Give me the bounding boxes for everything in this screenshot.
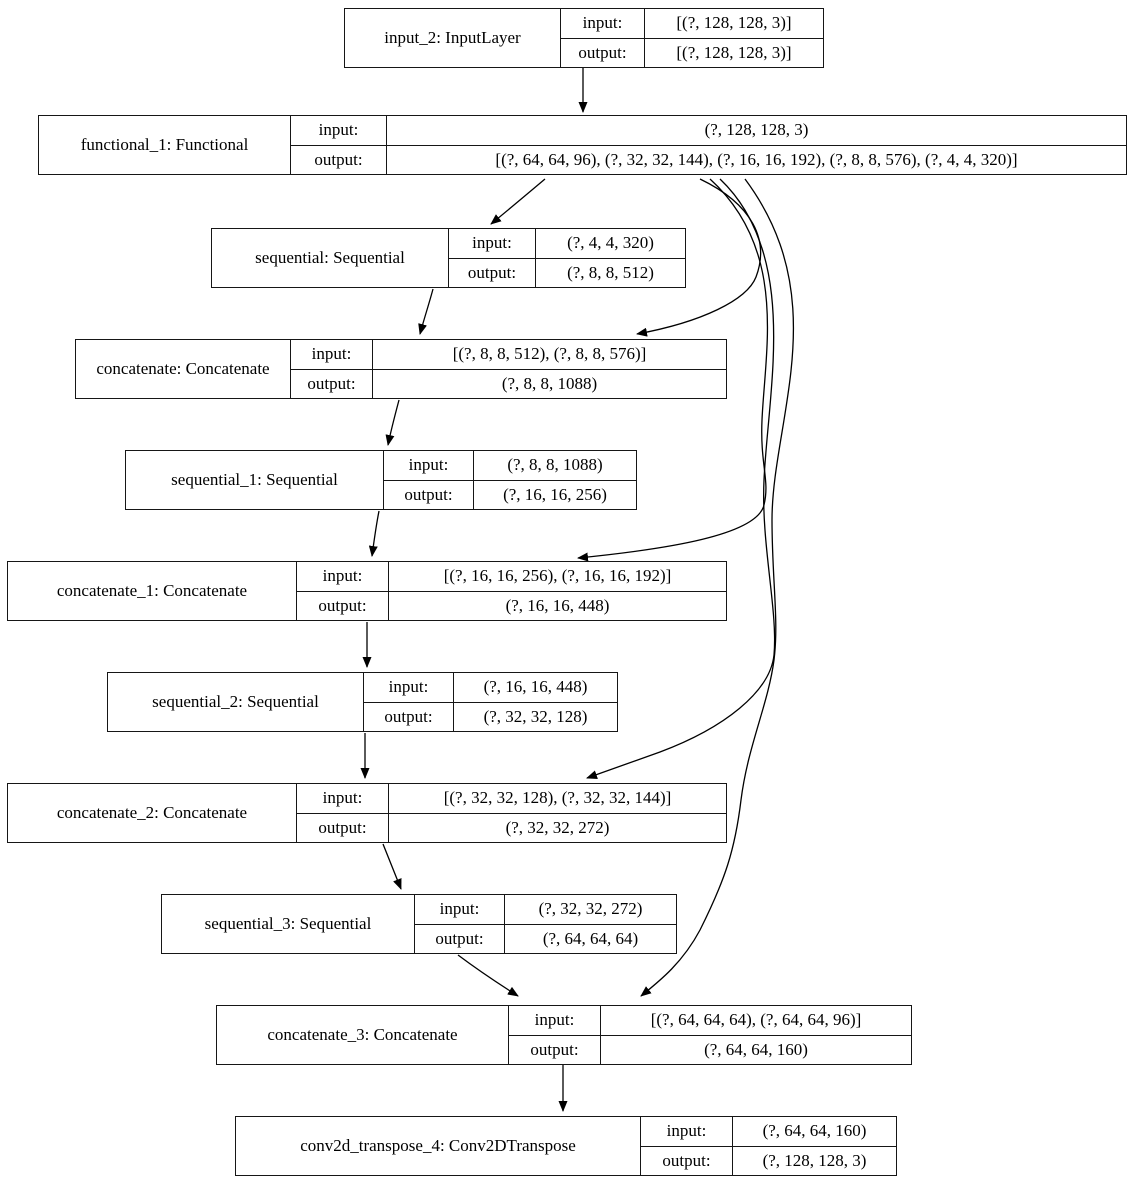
layer-title: functional_1: Functional	[39, 116, 291, 174]
input-label: input:	[509, 1006, 601, 1035]
input-shape: (?, 16, 16, 448)	[483, 677, 588, 697]
node-input_2: input_2: InputLayer input: [(?, 128, 128…	[344, 8, 824, 68]
layer-title: input_2: InputLayer	[345, 9, 561, 67]
node-sequential: sequential: Sequential input: (?, 4, 4, …	[211, 228, 686, 288]
input-shape: [(?, 32, 32, 128), (?, 32, 32, 144)]	[443, 788, 672, 808]
input-label: input:	[384, 451, 474, 480]
output-label: output:	[449, 258, 536, 287]
layer-title: concatenate: Concatenate	[76, 340, 291, 398]
edge-functional_1-concatenate	[636, 178, 762, 337]
output-label: output:	[509, 1035, 601, 1064]
input-shape: (?, 8, 8, 1088)	[507, 455, 603, 475]
input-label: input:	[641, 1117, 733, 1146]
output-label: output:	[297, 813, 389, 842]
input-label: input:	[291, 116, 387, 145]
input-shape: [(?, 64, 64, 64), (?, 64, 64, 96)]	[650, 1010, 862, 1030]
node-concatenate_1: concatenate_1: Concatenate input: [(?, 1…	[7, 561, 727, 621]
edge-concatenate_2-sequential_3	[382, 843, 402, 890]
node-concatenate_2: concatenate_2: Concatenate input: [(?, 3…	[7, 783, 727, 843]
node-sequential_1: sequential_1: Sequential input: (?, 8, 8…	[125, 450, 637, 510]
output-shape: (?, 8, 8, 1088)	[501, 373, 598, 393]
input-label: input:	[291, 340, 373, 369]
layer-title: sequential_1: Sequential	[126, 451, 384, 509]
output-label: output:	[291, 145, 387, 174]
output-shape: (?, 128, 128, 3)	[762, 1150, 867, 1170]
output-label: output:	[291, 369, 373, 398]
edge-concatenate-sequential_1	[385, 399, 400, 446]
input-label: input:	[297, 784, 389, 813]
layer-title: conv2d_transpose_4: Conv2DTranspose	[236, 1117, 641, 1175]
node-concatenate: concatenate: Concatenate input: [(?, 8, …	[75, 339, 727, 399]
output-label: output:	[297, 591, 389, 620]
output-label: output:	[384, 480, 474, 509]
input-label: input:	[415, 895, 505, 924]
input-shape: [(?, 8, 8, 512), (?, 8, 8, 576)]	[452, 344, 647, 364]
edge-sequential_1-concatenate_1	[368, 510, 380, 557]
output-shape: (?, 16, 16, 448)	[505, 595, 610, 615]
layer-title: concatenate_3: Concatenate	[217, 1006, 509, 1064]
layer-title: sequential_2: Sequential	[108, 673, 364, 731]
layer-title: concatenate_1: Concatenate	[8, 562, 297, 620]
output-shape: (?, 8, 8, 512)	[567, 262, 654, 282]
output-label: output:	[561, 38, 645, 67]
output-shape: (?, 64, 64, 160)	[704, 1039, 808, 1059]
edge-sequential-concatenate	[418, 288, 434, 335]
output-shape: (?, 16, 16, 256)	[503, 484, 607, 504]
output-label: output:	[641, 1146, 733, 1175]
output-shape: (?, 32, 32, 128)	[483, 706, 588, 726]
edge-functional_1-concatenate_2	[586, 178, 776, 779]
edge-sequential_3-concatenate_3	[457, 954, 519, 997]
output-label: output:	[364, 702, 454, 731]
input-label: input:	[297, 562, 389, 591]
node-sequential_3: sequential_3: Sequential input: (?, 32, …	[161, 894, 677, 954]
node-conv2d_transpose_4: conv2d_transpose_4: Conv2DTranspose inpu…	[235, 1116, 897, 1176]
node-concatenate_3: concatenate_3: Concatenate input: [(?, 6…	[216, 1005, 912, 1065]
output-label: output:	[415, 924, 505, 953]
edge-functional_1-concatenate_3	[640, 178, 795, 997]
input-label: input:	[449, 229, 536, 258]
input-shape: (?, 128, 128, 3)	[704, 120, 809, 140]
edge-functional_1-concatenate_1	[577, 178, 769, 562]
output-shape: (?, 64, 64, 64)	[542, 928, 639, 948]
layer-title: sequential: Sequential	[212, 229, 449, 287]
edge-functional_1-sequential	[490, 178, 546, 225]
input-shape: (?, 64, 64, 160)	[762, 1121, 867, 1141]
node-sequential_2: sequential_2: Sequential input: (?, 16, …	[107, 672, 618, 732]
output-shape: (?, 32, 32, 272)	[505, 817, 610, 837]
layer-title: concatenate_2: Concatenate	[8, 784, 297, 842]
node-functional_1: functional_1: Functional input: (?, 128,…	[38, 115, 1127, 175]
input-shape: [(?, 16, 16, 256), (?, 16, 16, 192)]	[443, 566, 672, 586]
input-shape: [(?, 128, 128, 3)]	[676, 13, 792, 33]
input-label: input:	[561, 9, 645, 38]
output-shape: [(?, 64, 64, 96), (?, 32, 32, 144), (?, …	[495, 149, 1018, 169]
input-shape: (?, 32, 32, 272)	[538, 899, 643, 919]
input-label: input:	[364, 673, 454, 702]
output-shape: [(?, 128, 128, 3)]	[676, 42, 792, 62]
layer-title: sequential_3: Sequential	[162, 895, 415, 953]
input-shape: (?, 4, 4, 320)	[567, 233, 654, 253]
